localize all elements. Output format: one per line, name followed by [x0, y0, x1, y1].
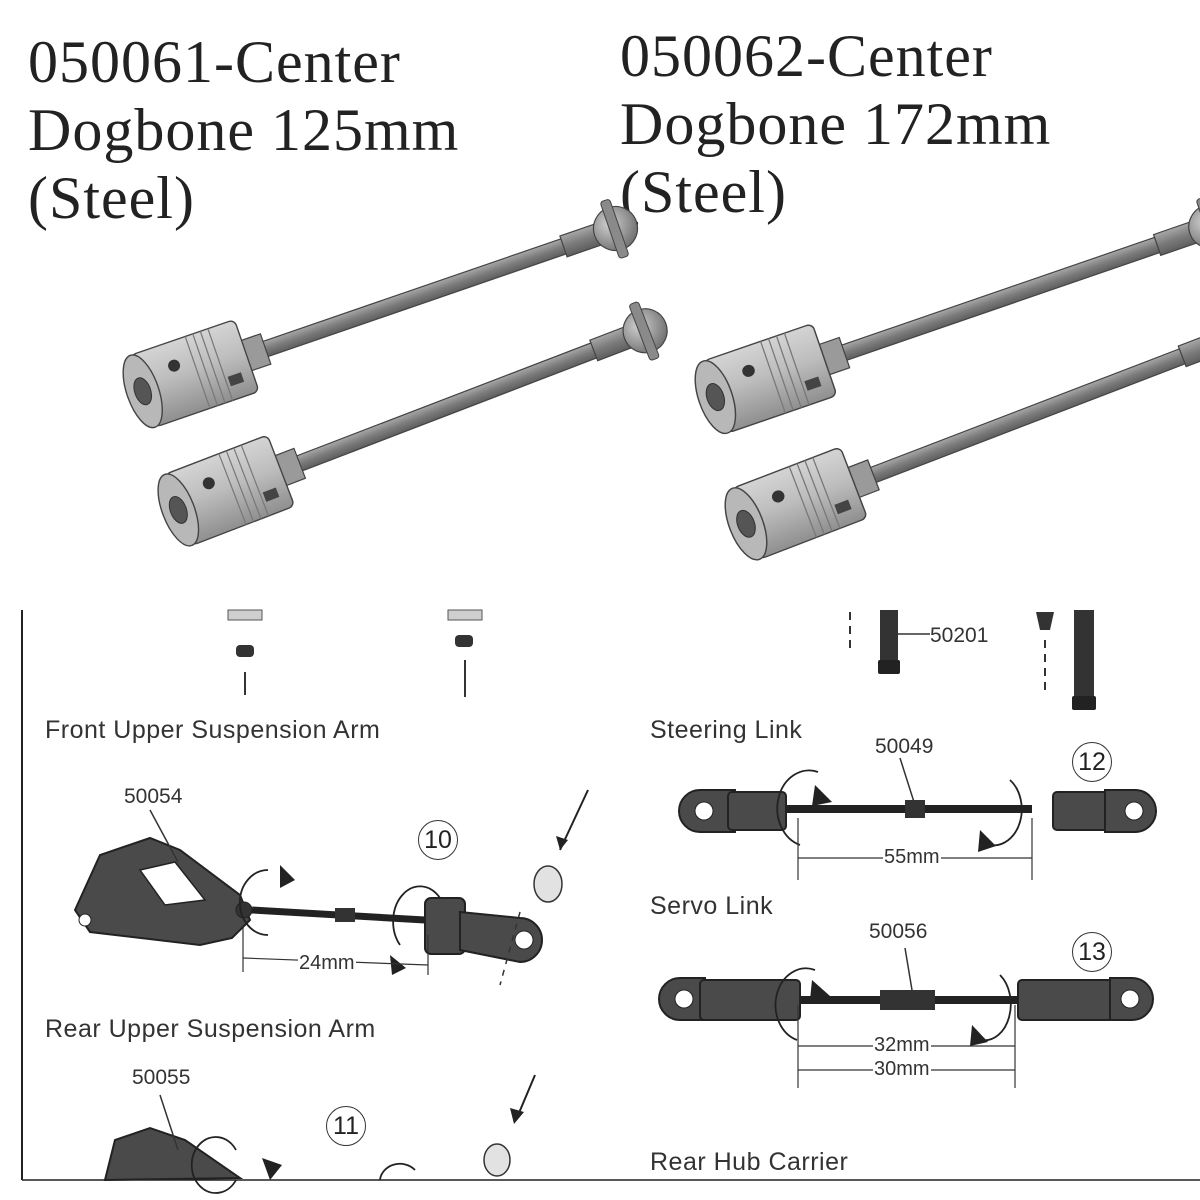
title-line: (Steel) — [620, 159, 787, 225]
front-upper-arm-drawing — [73, 789, 589, 986]
part-number-50054: 50054 — [124, 785, 183, 808]
product-title-050061: 050061-Center Dogbone 125mm (Steel) — [28, 28, 459, 232]
title-line: Dogbone 172mm — [620, 91, 1052, 157]
title-line: Dogbone 125mm — [28, 97, 460, 163]
step-number-12: 12 — [1072, 742, 1112, 782]
title-line: (Steel) — [28, 165, 195, 231]
screw-parts-top-left — [227, 609, 483, 697]
step-number-10: 10 — [418, 820, 458, 860]
steering-link-drawing — [678, 757, 1157, 880]
title-line: 050062-Center — [620, 23, 993, 89]
label-servo-link: Servo Link — [650, 892, 774, 920]
part-number-50201: 50201 — [930, 624, 989, 647]
label-rear-upper-arm: Rear Upper Suspension Arm — [45, 1015, 376, 1043]
rear-upper-arm-drawing — [103, 1074, 536, 1194]
label-front-upper-arm: Front Upper Suspension Arm — [45, 716, 381, 744]
product-title-050062: 050062-Center Dogbone 172mm (Steel) — [620, 22, 1051, 226]
dimension-24mm: 24mm — [298, 952, 356, 975]
part-number-50049: 50049 — [875, 735, 934, 758]
dimension-32mm: 32mm — [873, 1034, 931, 1057]
step-number-13: 13 — [1072, 932, 1112, 972]
label-steering-link: Steering Link — [650, 716, 803, 744]
title-line: 050061-Center — [28, 29, 401, 95]
dimension-30mm: 30mm — [873, 1058, 931, 1081]
servo-link-drawing — [658, 947, 1154, 1088]
label-rear-hub-carrier: Rear Hub Carrier — [650, 1148, 849, 1176]
step-number-11: 11 — [326, 1106, 366, 1146]
dimension-55mm: 55mm — [883, 846, 941, 869]
part-number-50055: 50055 — [132, 1066, 191, 1089]
part-number-50056: 50056 — [869, 920, 928, 943]
shock-posts-top-right — [849, 610, 1096, 710]
